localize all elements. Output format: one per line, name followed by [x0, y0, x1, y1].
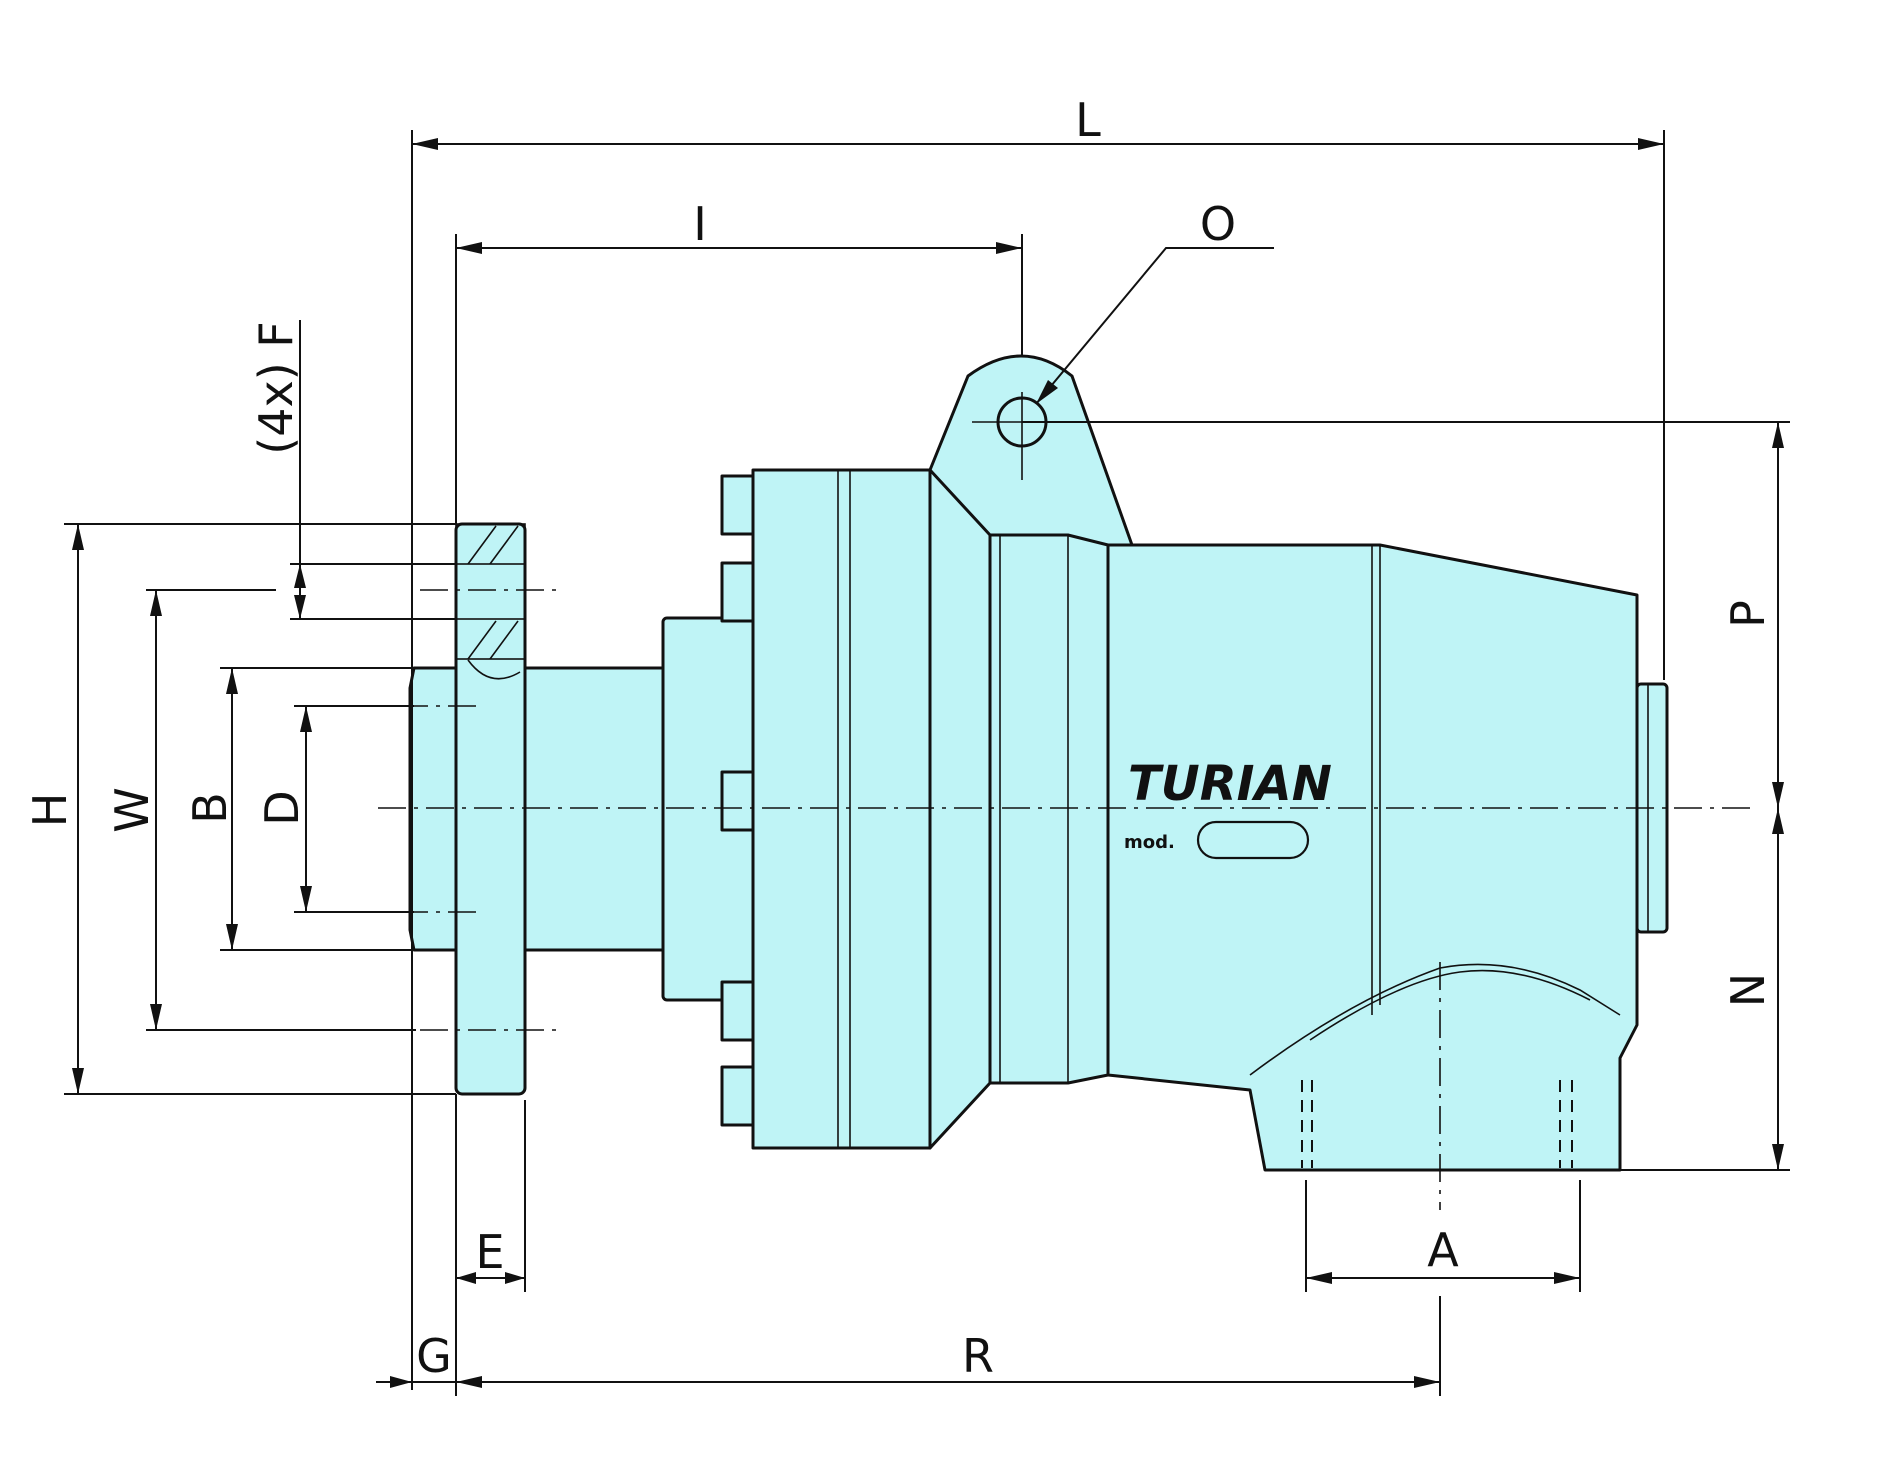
outlet-hidden-lines — [1301, 1080, 1573, 1168]
label-R: R — [962, 1329, 994, 1383]
label-O: O — [1200, 197, 1236, 251]
dim-G: G — [376, 1100, 457, 1396]
dim-F: (4x) F — [249, 320, 456, 620]
bearing-housing — [408, 354, 1669, 1172]
brand-logo: TURIAN — [1128, 756, 1332, 812]
lifting-eye — [928, 354, 1134, 547]
dim-L: L — [411, 93, 1665, 1390]
label-W: W — [105, 787, 159, 832]
label-D: D — [255, 790, 309, 825]
flange — [454, 522, 527, 1096]
dim-B: B — [183, 667, 414, 951]
ring — [988, 533, 1110, 1085]
label-P: P — [1721, 600, 1775, 628]
model-label: mod. — [1124, 832, 1175, 853]
dim-E: E — [455, 1094, 526, 1292]
label-H: H — [23, 793, 77, 828]
shaft-tube — [523, 666, 665, 952]
dim-O: O — [1035, 197, 1274, 405]
dim-N: N — [1620, 808, 1790, 1171]
dim-R: R — [456, 1296, 1441, 1396]
main-flange — [751, 468, 932, 1150]
label-E: E — [475, 1225, 504, 1279]
dim-P: P — [1022, 421, 1790, 808]
dim-H: H — [23, 523, 456, 1095]
bolt-heads — [720, 474, 758, 1127]
label-G: G — [416, 1329, 452, 1383]
dim-A: A — [1305, 1180, 1581, 1292]
dim-D: D — [255, 705, 414, 913]
label-L: L — [1075, 93, 1101, 147]
cone — [928, 468, 992, 1150]
label-F: (4x) F — [249, 321, 303, 454]
dim-W: W — [105, 589, 416, 1031]
flange-section-hatch — [455, 523, 526, 680]
label-N: N — [1721, 973, 1775, 1007]
label-I: I — [693, 197, 707, 251]
spigot — [408, 666, 458, 952]
label-A: A — [1427, 1223, 1459, 1277]
model-plate — [1196, 820, 1310, 860]
dim-I: I — [455, 197, 1023, 524]
label-B: B — [183, 792, 237, 824]
